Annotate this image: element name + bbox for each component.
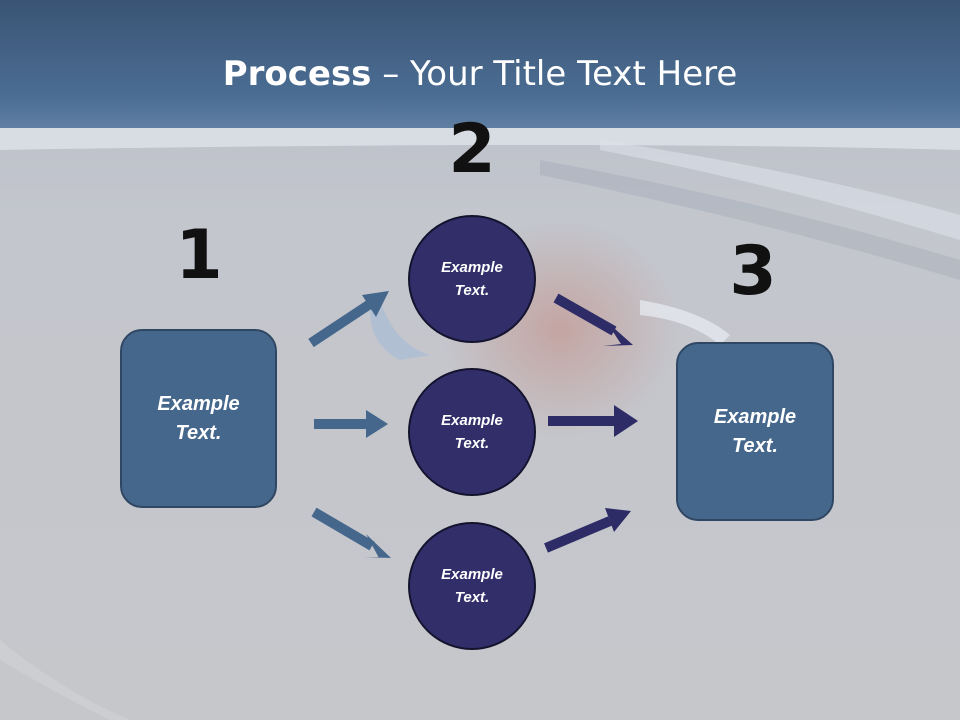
arrow-left-to-top: [308, 291, 389, 348]
circle-top-line1: Example: [441, 259, 503, 276]
circle-bottom-line1: Example: [441, 566, 503, 583]
slide-title: Process – Your Title Text Here: [0, 52, 960, 96]
step-2-circle-top: Example Text.: [408, 215, 536, 343]
circle-middle-line2: Text.: [454, 435, 490, 452]
arrow-bottom-to-right: [544, 508, 631, 553]
step-1-box-text: Example Text.: [157, 390, 239, 448]
title-rest: – Your Title Text Here: [371, 54, 738, 94]
arrow-left-to-bottom: [311, 507, 391, 558]
circle-bottom-line2: Text.: [454, 589, 490, 606]
step-3-box-line1: Example: [713, 405, 797, 428]
step-3-box-text: Example Text.: [714, 403, 796, 461]
circle-middle-line1: Example: [441, 412, 503, 429]
arrow-middle-to-right: [548, 405, 638, 437]
step-2-circle-bottom: Example Text.: [408, 522, 536, 650]
step-number-1: 1: [175, 216, 223, 295]
step-1-box-line2: Text.: [175, 421, 222, 444]
step-number-3: 3: [729, 232, 777, 311]
arrow-left-to-middle: [314, 410, 388, 438]
step-1-box: Example Text.: [120, 329, 277, 508]
step-1-box-line1: Example: [157, 392, 240, 415]
arrow-top-to-right: [553, 293, 633, 346]
circle-top-line2: Text.: [454, 282, 490, 299]
title-bold: Process: [222, 54, 372, 94]
step-3-box-line2: Text.: [732, 434, 778, 457]
step-3-box: Example Text.: [676, 342, 834, 521]
step-number-2: 2: [448, 110, 496, 189]
step-2-circle-middle: Example Text.: [408, 368, 536, 496]
